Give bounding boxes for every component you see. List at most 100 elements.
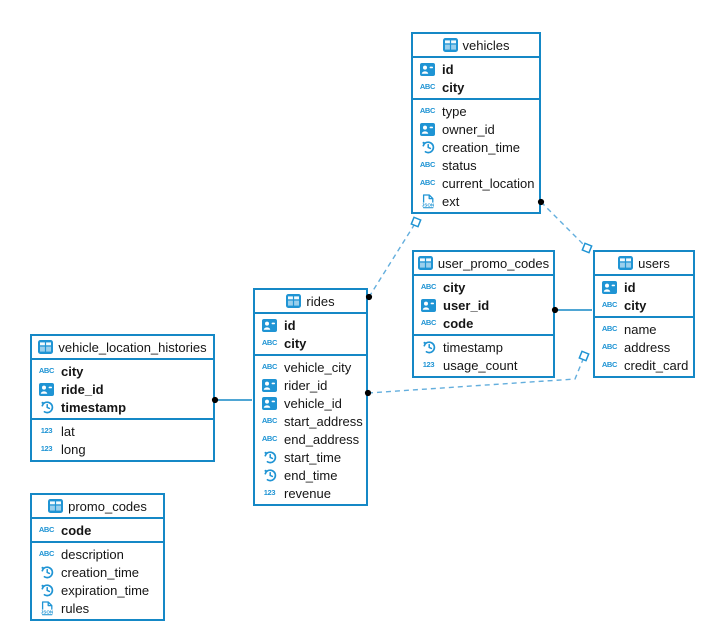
string-type-icon: ABC — [38, 525, 55, 535]
column-name: user_id — [443, 297, 490, 313]
table-name: users — [638, 255, 670, 271]
column-row-end_time[interactable]: end_time — [255, 466, 366, 484]
string-type-icon: ABC — [419, 178, 436, 188]
number-type-icon: 123 — [422, 360, 435, 370]
table-header-users[interactable]: users — [595, 252, 693, 276]
primary-key-row-code[interactable]: ABC code — [414, 314, 553, 332]
column-name: name — [624, 321, 657, 337]
string-type-icon: ABC — [419, 106, 436, 116]
column-row-usage_count[interactable]: 123 usage_count — [414, 356, 553, 374]
column-name: current_location — [442, 175, 535, 191]
table-header-rides[interactable]: rides — [255, 290, 366, 314]
svg-text:JSON: JSON — [40, 609, 53, 614]
column-name: end_time — [284, 467, 338, 483]
table-name: rides — [306, 293, 335, 309]
column-name: city — [61, 363, 84, 379]
column-row-rules[interactable]: JSON rules — [32, 599, 163, 617]
table-header-promo_codes[interactable]: promo_codes — [32, 495, 163, 519]
column-name: start_time — [284, 449, 342, 465]
column-row-current_location[interactable]: ABC current_location — [413, 174, 539, 192]
column-name: long — [61, 441, 86, 457]
table-icon — [48, 499, 64, 513]
primary-key-row-ride_id[interactable]: ride_id — [32, 380, 213, 398]
column-name: description — [61, 546, 124, 562]
primary-key-row-code[interactable]: ABC code — [32, 521, 163, 539]
primary-key-row-user_id[interactable]: user_id — [414, 296, 553, 314]
column-row-description[interactable]: ABC description — [32, 545, 163, 563]
number-type-icon: 123 — [263, 488, 276, 498]
column-row-rider_id[interactable]: rider_id — [255, 376, 366, 394]
primary-key-row-timestamp[interactable]: timestamp — [32, 398, 213, 416]
primary-key-row-id[interactable]: id — [255, 316, 366, 334]
primary-key-row-id[interactable]: id — [413, 60, 539, 78]
string-type-icon: ABC — [261, 362, 278, 372]
primary-key-row-id[interactable]: id — [595, 278, 693, 296]
table-header-vehicles[interactable]: vehicles — [413, 34, 539, 58]
column-row-vehicle_id[interactable]: vehicle_id — [255, 394, 366, 412]
table-header-user_promo_codes[interactable]: user_promo_codes — [414, 252, 553, 276]
column-name: code — [61, 522, 92, 538]
string-type-icon: ABC — [420, 318, 437, 328]
column-name: id — [624, 279, 636, 295]
uuid-type-icon — [418, 62, 437, 76]
timestamp-type-icon — [418, 140, 437, 154]
table-icon — [618, 256, 634, 270]
uuid-type-icon — [260, 318, 279, 332]
column-name: code — [443, 315, 474, 331]
column-row-creation_time[interactable]: creation_time — [413, 138, 539, 156]
table-name: promo_codes — [68, 498, 147, 514]
column-name: vehicle_city — [284, 359, 352, 375]
column-row-vehicle_city[interactable]: ABC vehicle_city — [255, 358, 366, 376]
timestamp-type-icon — [419, 340, 438, 354]
column-name: city — [284, 335, 307, 351]
relationship-user_promo_codes-users[interactable] — [551, 306, 592, 314]
column-name: creation_time — [61, 564, 140, 580]
table-name: user_promo_codes — [437, 255, 550, 271]
string-type-icon: ABC — [419, 160, 436, 170]
relationship-vehicle_location_histories-rides[interactable] — [211, 396, 252, 404]
table-header-vehicle_location_histories[interactable]: vehicle_location_histories — [32, 336, 213, 360]
column-row-timestamp[interactable]: timestamp — [414, 338, 553, 356]
table-icon — [286, 294, 302, 308]
column-row-ext[interactable]: JSON ext — [413, 192, 539, 210]
column-row-expiration_time[interactable]: expiration_time — [32, 581, 163, 599]
column-name: usage_count — [443, 357, 518, 373]
string-type-icon: ABC — [38, 549, 55, 559]
table-name: vehicle_location_histories — [58, 339, 207, 355]
column-row-start_time[interactable]: start_time — [255, 448, 366, 466]
relationship-vehicles-users[interactable] — [537, 198, 593, 254]
column-row-status[interactable]: ABC status — [413, 156, 539, 174]
column-name: status — [442, 157, 477, 173]
column-row-owner_id[interactable]: owner_id — [413, 120, 539, 138]
timestamp-type-icon — [37, 400, 56, 414]
table-icon — [38, 340, 54, 354]
timestamp-type-icon — [37, 565, 56, 579]
column-row-creation_time[interactable]: creation_time — [32, 563, 163, 581]
